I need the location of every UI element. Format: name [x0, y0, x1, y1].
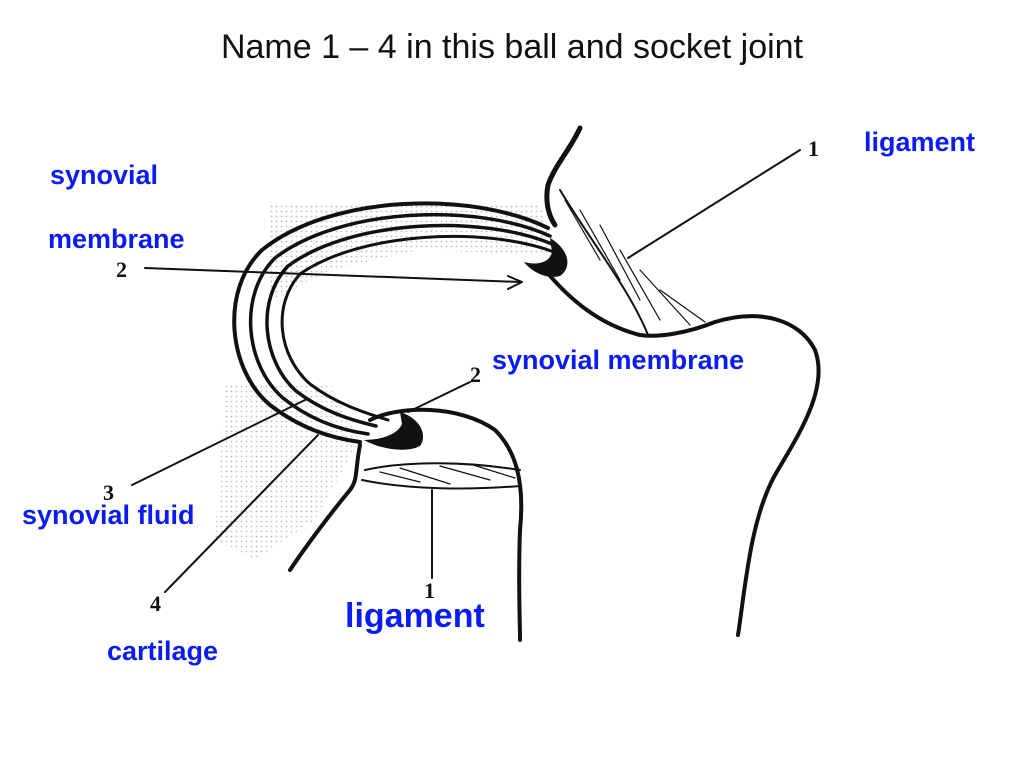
label-ligament-top: ligament — [864, 127, 976, 157]
capsule-layer-3 — [265, 223, 554, 428]
membrane-crescent-upper — [524, 238, 568, 277]
capsule-layer-outer — [232, 201, 550, 444]
lower-bone-left-edge — [288, 443, 362, 572]
leader-line-1-top — [627, 149, 801, 259]
label-ligament-bottom: ligament — [345, 597, 485, 635]
number-4: 4 — [150, 591, 161, 616]
stipple-region-lower — [215, 385, 360, 560]
lower-ligament-band-bottom — [361, 479, 521, 490]
lower-ligament-band-top — [364, 462, 521, 471]
capsule-layer-inner — [280, 234, 556, 422]
number-1-bottom: 1 — [424, 578, 435, 603]
number-1-top: 1 — [808, 136, 819, 161]
number-2-left: 2 — [116, 257, 127, 282]
label-cartilage: cartilage — [107, 636, 219, 666]
upper-ligament-fibers — [564, 199, 706, 326]
label-synovial-fluid: synovial fluid — [22, 500, 195, 530]
slide-title: Name 1 – 4 in this ball and socket joint — [220, 28, 804, 66]
membrane-crescent-lower — [364, 412, 424, 450]
label-synovial-membrane: synovial membrane — [492, 345, 745, 375]
leader-line-4 — [164, 434, 319, 593]
upper-ligament-edge — [559, 189, 649, 336]
label-synovial: synovial — [50, 160, 159, 190]
capsule-layer-2 — [248, 212, 552, 436]
leader-arrowhead — [507, 275, 523, 290]
leader-line-3 — [131, 399, 306, 486]
leader-line-2-left — [144, 267, 521, 283]
upper-bone-outline — [544, 125, 583, 228]
upper-bone-lower-edge — [543, 268, 821, 637]
label-membrane: membrane — [48, 224, 185, 254]
number-2-mid: 2 — [470, 362, 481, 387]
lower-ligament-fibers — [379, 463, 516, 485]
leader-line-2-mid — [407, 381, 471, 413]
number-3: 3 — [103, 480, 114, 505]
lower-bone-head — [368, 407, 524, 642]
